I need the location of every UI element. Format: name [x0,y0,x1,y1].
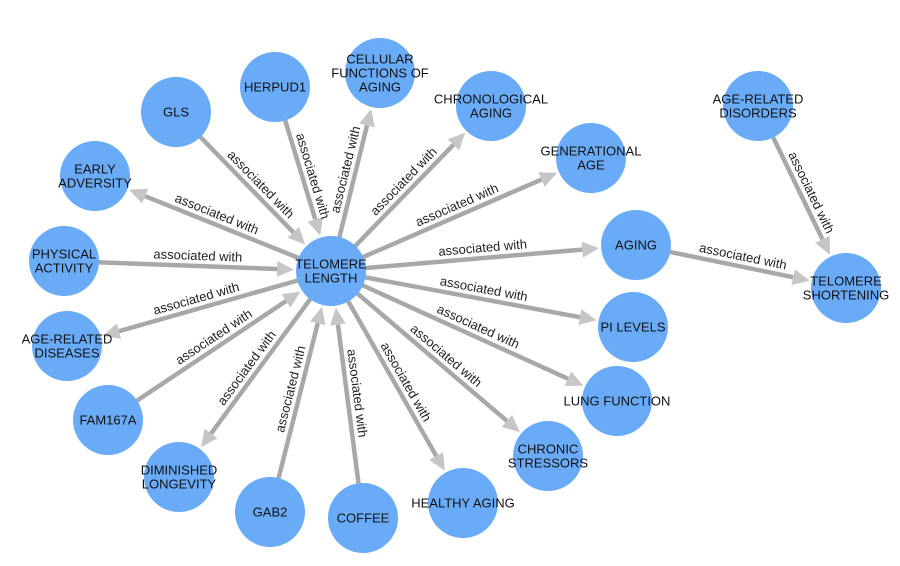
edge-arrowhead [581,241,600,258]
node-lung-function[interactable]: LUNG FUNCTION [564,366,671,436]
node-circle [29,226,99,296]
node-circle [73,385,143,455]
edge-line [63,258,278,272]
edge-line [330,268,569,381]
edge-arrowhead [201,428,218,448]
edge: associated with [63,246,294,277]
node-circle [240,52,310,122]
node-label: LUNG FUNCTION [564,394,671,409]
edge-arrowhead [429,452,445,471]
node-label: COFFEE [337,511,390,526]
node-circle [60,141,130,211]
node-gab2[interactable]: GAB2 [235,477,305,547]
node-label: GLS [163,105,189,120]
edge-arrowhead [287,226,306,245]
edge-line [330,247,583,274]
edge-label: associated with [214,328,279,408]
node-pi-levels[interactable]: PI LEVELS [598,292,668,362]
edge-arrowhead [330,307,346,326]
node-circle [601,210,671,280]
edge-label: associated with [225,147,298,221]
node-circle [345,38,415,108]
node-circle [32,311,102,381]
node-circle [235,477,305,547]
node-circle [144,442,214,512]
edge-arrowhead [447,132,466,151]
node-label: FAM167A [79,413,136,428]
node-label: AGING [615,238,657,253]
edge-arrowhead [538,172,558,187]
edge-arrowhead [281,291,301,308]
edge-arrowhead [578,309,597,325]
edge-label: associated with [153,246,242,264]
node-circle [141,77,211,147]
node-herpud1[interactable]: HERPUD1 [240,52,310,122]
edge-arrowhead [307,217,323,236]
node-healthy-aging[interactable]: HEALTHY AGING [411,468,515,538]
edge-label: associated with [367,144,440,218]
node-fam167a[interactable]: FAM167A [73,385,143,455]
edge-line [330,268,581,320]
node-circle [328,483,398,553]
edge-arrowhead [791,269,810,285]
edge-line [329,269,439,458]
node-circle [598,292,668,362]
edge-arrowhead [564,371,584,386]
node-circle [456,71,526,141]
node-gls[interactable]: GLS [141,77,211,147]
edge-arrowhead [102,323,122,339]
edge-line [330,177,543,274]
node-aging[interactable]: AGING [601,210,671,280]
node-circle [582,366,652,436]
node-circle [428,468,498,538]
edge-arrowhead [310,306,326,326]
node-circle [513,421,583,491]
edge-line [106,299,288,422]
node-circle [723,71,793,141]
node-label: PI LEVELS [600,320,665,335]
edge-arrowhead [276,261,294,277]
node-circle [296,236,366,306]
node-label: HEALTHY AGING [411,496,515,511]
node-circle [556,123,626,193]
edge-label: associated with [173,306,255,368]
edge-label: associated with [785,149,837,236]
edge-line [118,268,332,334]
edge-line [329,269,509,423]
edge-arrowhead [129,188,149,204]
node-circle [811,253,881,323]
node-label: GAB2 [253,505,288,520]
edge-arrowhead [815,235,830,255]
node-label: HERPUD1 [244,80,306,95]
node-coffee[interactable]: COFFEE [328,483,398,553]
edge-arrowhead [359,108,375,128]
edge-arrowhead [501,414,520,432]
